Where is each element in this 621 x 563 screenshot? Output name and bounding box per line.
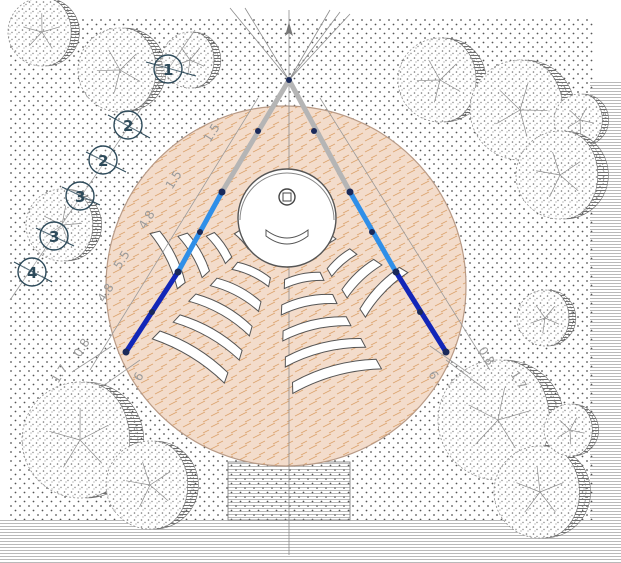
- beam-node: [346, 188, 354, 196]
- bench: [283, 271, 325, 290]
- section-tag-label: 4: [27, 264, 37, 282]
- axis-fan-5: [288, 13, 351, 81]
- beam-node: [442, 348, 450, 356]
- dimension-ext-left-2: [99, 359, 141, 389]
- bench: [209, 277, 262, 313]
- tree-canopy-icon: [77, 27, 167, 113]
- stage-arc: [265, 228, 309, 245]
- section-tag-label: 2: [123, 117, 133, 135]
- dimension-lines: [9, 29, 491, 391]
- dimension-line-left: [89, 97, 259, 371]
- section-tag-label: 3: [75, 188, 85, 206]
- trees: [7, 0, 609, 539]
- beam-node: [149, 309, 155, 315]
- bench: [326, 248, 358, 278]
- section-tag-label: 1: [163, 61, 173, 79]
- stage-center-mark: [282, 192, 292, 202]
- bench: [282, 316, 352, 342]
- tree-canopy-icon: [161, 31, 222, 89]
- bench: [291, 358, 383, 395]
- section-tag-label: 3: [49, 228, 59, 246]
- beam-node: [218, 188, 226, 196]
- stage-center: [278, 188, 296, 206]
- axis-fan-2: [244, 7, 290, 81]
- tree-canopy-icon: [105, 440, 199, 530]
- beam-node: [311, 128, 317, 134]
- beam-gray-right: [286, 77, 353, 195]
- beam-node: [174, 268, 182, 276]
- section-tag: 1: [145, 54, 197, 84]
- beam-node: [197, 229, 203, 235]
- section-tag-label: 2: [98, 152, 108, 170]
- north-arrow-icon: [285, 22, 293, 36]
- dimension-line-right: [319, 97, 491, 371]
- beam-node: [369, 229, 375, 235]
- bench: [341, 258, 383, 299]
- bench: [284, 337, 367, 368]
- section-tag: 2: [85, 145, 127, 175]
- axis-fan-1: [229, 7, 290, 81]
- bench: [187, 293, 253, 337]
- tree-canopy-icon: [493, 445, 591, 539]
- canopy-structure: [122, 77, 450, 356]
- tree-canopy-icon: [515, 130, 609, 220]
- beam-node: [417, 309, 423, 315]
- stage-platform: [237, 168, 337, 268]
- section-tag: 3: [35, 221, 75, 251]
- bench: [359, 266, 409, 319]
- beam-gray-left: [219, 77, 292, 195]
- bench: [280, 293, 338, 316]
- beam-node: [286, 77, 292, 83]
- bench: [151, 330, 229, 385]
- section-tag: 3: [61, 181, 101, 211]
- dimension-ext-right-1: [429, 345, 471, 375]
- bench: [172, 314, 243, 361]
- axis-fan-4: [288, 11, 341, 81]
- tree-canopy-icon: [516, 289, 577, 347]
- stage-icon: [237, 168, 337, 268]
- beam-node: [255, 128, 261, 134]
- section-tag: 2: [107, 110, 151, 140]
- beam-node: [122, 348, 130, 356]
- dimension-ext-right-2: [445, 359, 487, 391]
- bench: [205, 231, 233, 265]
- tree-canopy-icon: [543, 403, 599, 457]
- section-cut-line: [9, 29, 196, 301]
- beam-nodes: [122, 77, 450, 356]
- stage-platform-ring: [239, 172, 335, 221]
- tree-canopy-icon: [7, 0, 80, 67]
- axis-fan-3: [288, 9, 331, 81]
- beam-node: [392, 268, 400, 276]
- section-tags: 1 2 2 3 3 4: [13, 54, 197, 287]
- section-tag: 4: [13, 257, 53, 287]
- dimension-ext-left-1: [71, 345, 113, 373]
- bench: [231, 261, 271, 288]
